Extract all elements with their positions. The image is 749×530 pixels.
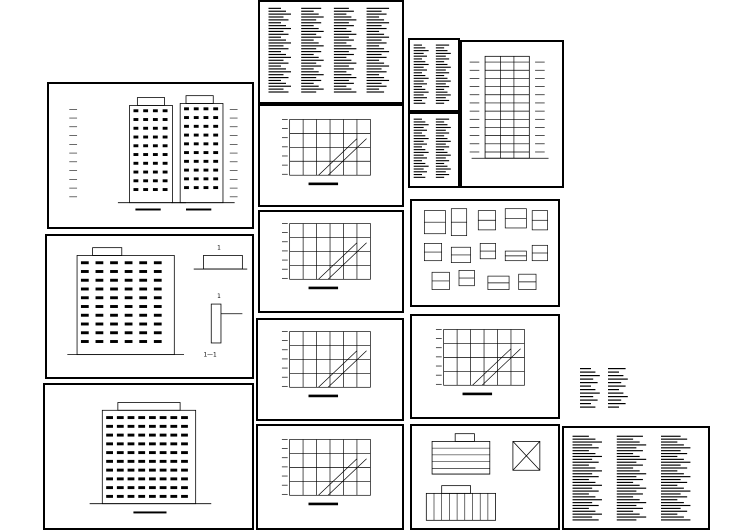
sheet-building-section[interactable] — [460, 40, 564, 188]
sheet-schedule-b[interactable] — [408, 112, 460, 188]
sheet-schedule-a[interactable] — [408, 38, 460, 112]
sheet-notes-top[interactable] — [258, 0, 404, 104]
schedule-a-drawing — [413, 44, 451, 104]
roof-plan-drawing — [435, 329, 525, 396]
sheet-floor-plan-4[interactable] — [256, 424, 404, 530]
notes-bottom-drawing — [572, 435, 691, 521]
sheet-details[interactable] — [410, 199, 560, 307]
notes-top-drawing — [268, 7, 390, 93]
sheet-roof-plan[interactable] — [410, 314, 560, 419]
section-mark-top: 1 — [217, 246, 221, 252]
sheet-elevation-pair[interactable] — [47, 82, 254, 229]
sheet-floor-plan-2[interactable] — [258, 210, 404, 313]
building-section-drawing — [469, 55, 549, 159]
sheet-elevation-section[interactable]: 1 1 1—1 — [45, 234, 254, 379]
sheet-notes-bottom[interactable] — [562, 426, 710, 530]
floor-plan-4-drawing — [281, 439, 371, 506]
section-mark-bottom: 1 — [217, 294, 221, 300]
sheet-floor-plan-1[interactable] — [258, 104, 404, 207]
floor-plan-1-drawing — [281, 119, 371, 186]
legend-drawing — [580, 368, 628, 408]
details-drawing — [423, 208, 548, 290]
schedule-b-drawing — [413, 118, 451, 178]
sheet-elevation-large[interactable] — [43, 383, 254, 530]
stair-detail-drawing — [425, 433, 541, 521]
section-label: 1—1 — [203, 353, 217, 359]
elevation-large-drawing — [89, 402, 212, 514]
floor-plan-2-drawing — [281, 223, 371, 290]
elevation-pair-drawing — [69, 95, 238, 211]
floor-plan-3-drawing — [281, 331, 371, 398]
elevation-section-drawing: 1 1 1—1 — [67, 246, 248, 359]
sheet-floor-plan-3[interactable] — [256, 318, 404, 421]
sheet-stair-detail[interactable] — [410, 424, 560, 530]
floating-legend — [578, 366, 636, 410]
